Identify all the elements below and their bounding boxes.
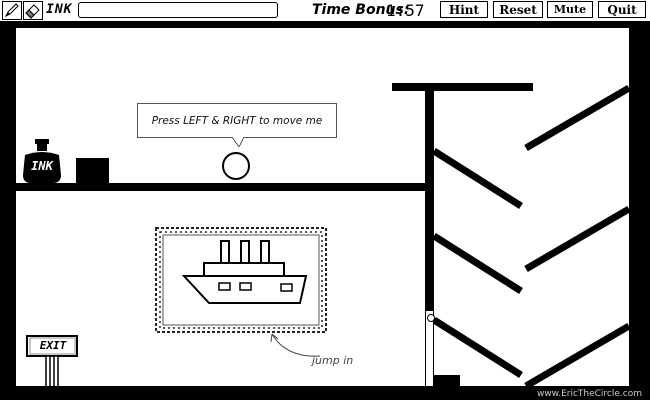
reset-button[interactable]: Reset [493, 1, 543, 18]
hint-label: jump in [312, 354, 354, 367]
ramp-1 [432, 148, 523, 209]
time-bonus-label: Time Bonus: [312, 2, 410, 18]
top-ledge [392, 83, 533, 91]
ink-meter [78, 2, 278, 18]
speech-text: Press LEFT & RIGHT to move me [151, 114, 323, 127]
eraser-icon[interactable] [23, 1, 43, 20]
level-canvas[interactable]: Press LEFT & RIGHT to move me INK [16, 28, 629, 386]
ramp-2 [432, 233, 523, 294]
toolbar: INK Time Bonus: 1:57 Hint Reset Mute Qui… [0, 0, 650, 22]
mute-button[interactable]: Mute [547, 1, 593, 18]
diagonal-ramps [432, 84, 629, 386]
exit-sign: EXIT [26, 335, 80, 386]
ink-bottle-pickup: INK [21, 139, 63, 184]
hint-arrow [270, 333, 321, 357]
speech-tail [232, 137, 245, 147]
exit-label: EXIT [39, 339, 67, 352]
time-bonus-value: 1:57 [386, 1, 425, 20]
black-block [76, 158, 109, 184]
ship-painting [154, 226, 328, 334]
website-credit[interactable]: www.EricTheCircle.com [536, 389, 642, 399]
ramp-5 [524, 205, 629, 273]
upper-floor [16, 183, 429, 191]
quit-button[interactable]: Quit [598, 1, 646, 18]
speech-bubble: Press LEFT & RIGHT to move me [137, 103, 337, 138]
ramp-3 [432, 317, 523, 378]
ramp-6 [524, 322, 629, 386]
hint-button[interactable]: Hint [440, 1, 488, 18]
floor-block [434, 375, 460, 386]
bottle-label: INK [31, 159, 53, 173]
ink-label: INK [46, 2, 73, 17]
center-wall [425, 83, 434, 311]
door [425, 311, 434, 386]
ramp-4 [524, 84, 629, 152]
door-handle [427, 314, 435, 322]
eric-circle [222, 152, 250, 180]
pencil-icon[interactable] [2, 1, 22, 20]
